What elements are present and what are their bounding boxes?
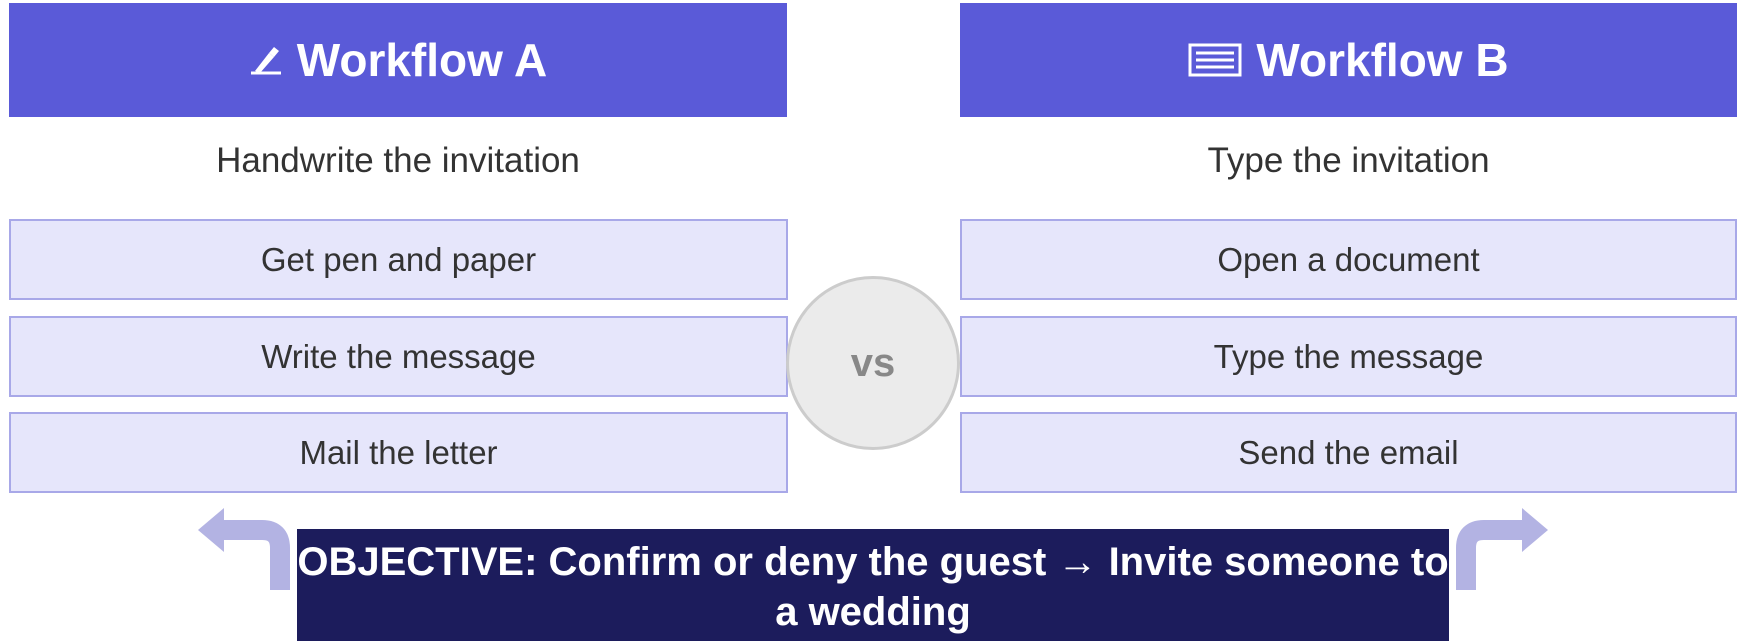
workflow-a-header: Workflow A (9, 3, 787, 117)
workflow-b-title: Workflow B (1256, 34, 1509, 86)
objective-text: Confirm or deny the guest → Invite someo… (548, 540, 1449, 634)
workflow-a-step: Mail the letter (9, 412, 788, 493)
workflow-a-subtitle: Handwrite the invitation (216, 141, 580, 180)
hand-writing-icon (249, 45, 283, 75)
objective-banner: OBJECTIVE: Confirm or deny the guest → I… (297, 529, 1449, 641)
workflow-b-step: Open a document (960, 219, 1737, 300)
curved-arrow-left-icon (198, 508, 290, 590)
curved-arrow-right-icon (1456, 508, 1548, 590)
workflow-b-subtitle: Type the invitation (1207, 141, 1490, 180)
keyboard-icon (1188, 43, 1242, 77)
workflow-b-step: Send the email (960, 412, 1737, 493)
workflow-a-step: Write the message (9, 316, 788, 397)
workflow-b-header: Workflow B (960, 3, 1737, 117)
workflow-b-step: Type the message (960, 316, 1737, 397)
workflow-a-step: Get pen and paper (9, 219, 788, 300)
workflow-a-title: Workflow A (296, 34, 548, 86)
vs-badge: vs (786, 276, 960, 450)
objective-label: OBJECTIVE: (297, 540, 538, 584)
